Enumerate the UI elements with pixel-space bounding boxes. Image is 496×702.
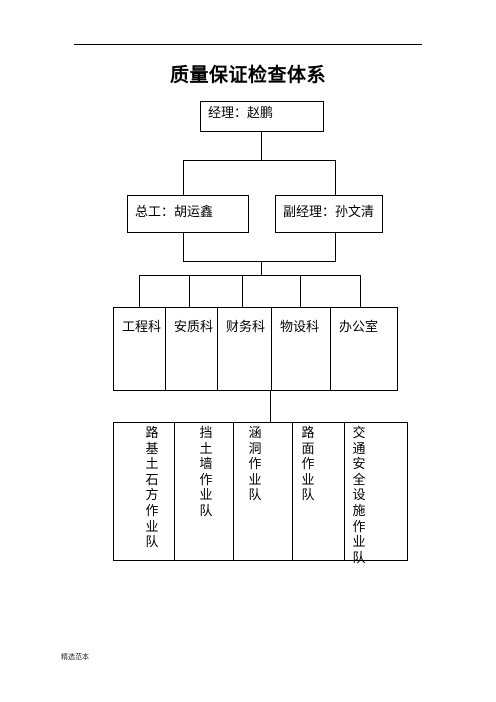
- team-label: 路基土石方作业队: [145, 426, 159, 551]
- teams-row: 路基土石方作业队 挡土墙作业队 涵洞作业队 路面作业队 交通安全设施作业队: [113, 422, 408, 566]
- connector-level2-bar: [183, 160, 336, 161]
- team-label: 涵洞作业队: [248, 426, 262, 504]
- department-cell: 财务科: [217, 308, 271, 390]
- team-label: 挡土墙作业队: [199, 426, 213, 519]
- connector-to-dept-5: [360, 275, 361, 307]
- footer-text: 精选范本: [61, 653, 89, 661]
- team-label: 交通安全设施作业队: [352, 426, 366, 566]
- department-label: 工程科: [122, 320, 162, 335]
- manager-box: 经理：赵鹏: [200, 101, 324, 132]
- team-cell: 涵洞作业队: [233, 423, 292, 560]
- header-rule: [74, 44, 422, 45]
- team-cell: 挡土墙作业队: [174, 423, 233, 560]
- connector-to-deputy: [335, 160, 336, 195]
- connector-to-dept-4: [300, 275, 301, 307]
- connector-deputy-down: [335, 233, 336, 261]
- team-cell: 交通安全设施作业队: [344, 423, 407, 566]
- connector-to-chief: [183, 160, 184, 195]
- deputy-manager-box: 副经理：孙文清: [275, 195, 383, 233]
- connector-join-bar: [183, 261, 336, 262]
- connector-to-dept-3: [242, 275, 243, 307]
- page-title: 质量保证检查体系: [169, 64, 326, 86]
- department-cell: 物设科: [271, 308, 330, 390]
- departments-row: 工程科 安质科 财务科 物设科 办公室: [113, 307, 398, 391]
- department-label: 安质科: [174, 320, 214, 335]
- team-label: 路面作业队: [301, 426, 315, 504]
- connector-join-down: [261, 261, 262, 275]
- chief-engineer-box: 总工：胡运鑫: [127, 195, 249, 233]
- connector-chief-down: [183, 233, 184, 261]
- department-cell: 安质科: [165, 308, 217, 390]
- connector-departments-bar: [139, 275, 361, 276]
- connector-to-dept-1: [139, 275, 140, 307]
- department-cell: 工程科: [114, 308, 165, 390]
- connector-departments-down: [270, 391, 271, 422]
- connector-to-dept-2: [189, 275, 190, 307]
- department-label: 物设科: [280, 320, 320, 335]
- connector-manager-down: [261, 132, 262, 160]
- department-label: 财务科: [226, 320, 266, 335]
- department-cell: 办公室: [330, 308, 397, 390]
- team-cell: 路基土石方作业队: [114, 423, 174, 560]
- department-label: 办公室: [339, 320, 379, 335]
- team-cell: 路面作业队: [292, 423, 344, 560]
